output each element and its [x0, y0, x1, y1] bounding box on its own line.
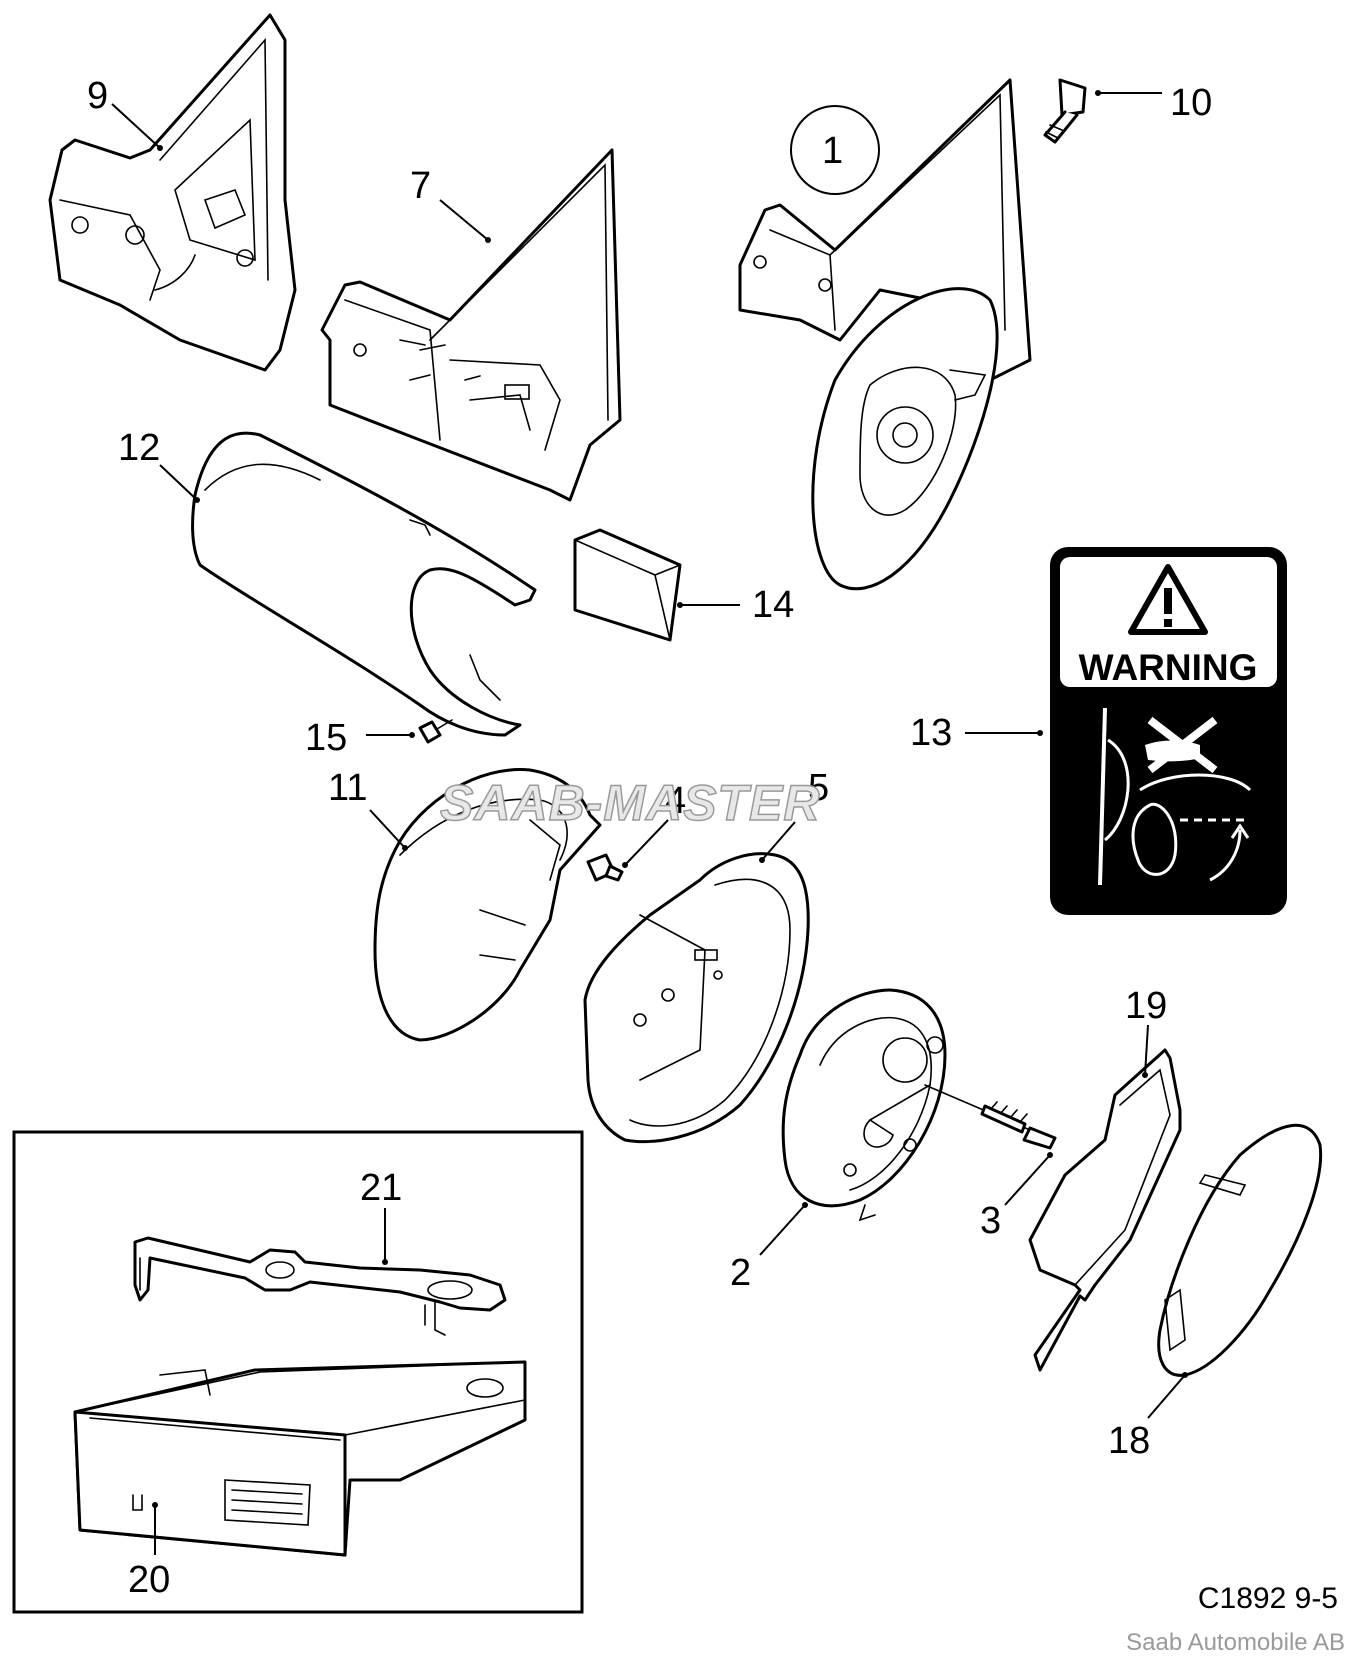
callout-5: 5: [759, 767, 829, 863]
callout-11: 11: [328, 767, 408, 851]
watermark: SAAB-MASTER: [440, 775, 820, 831]
part-19-heater-element: [1028, 1048, 1182, 1372]
pinch-hazard-pictogram: [1098, 707, 1252, 886]
svg-text:4: 4: [665, 780, 686, 822]
svg-text:12: 12: [118, 427, 160, 469]
svg-text:3: 3: [980, 1200, 1001, 1242]
svg-text:2: 2: [730, 1252, 751, 1294]
svg-text:13: 13: [910, 712, 952, 754]
part-5-housing-frame: [583, 852, 810, 1144]
svg-text:10: 10: [1170, 82, 1212, 124]
svg-text:18: 18: [1108, 1420, 1150, 1462]
callout-7: 7: [410, 165, 491, 243]
part-10-screw: [1043, 78, 1087, 144]
part-3-long-screw: [924, 1084, 1057, 1150]
callout-20: 20: [128, 1502, 170, 1601]
callout-3: 3: [980, 1152, 1053, 1242]
callout-21: 21: [360, 1167, 402, 1265]
callout-19: 19: [1125, 985, 1167, 1078]
svg-text:1: 1: [822, 130, 843, 172]
assembly-marker-1: 1: [790, 105, 880, 195]
part-13-warning-label: WARNING: [1050, 547, 1287, 915]
svg-text:15: 15: [305, 717, 347, 759]
svg-text:11: 11: [328, 767, 367, 809]
warning-text: WARNING: [1079, 647, 1258, 688]
svg-text:5: 5: [808, 767, 829, 809]
callout-2: 2: [730, 1202, 808, 1294]
part-2-mirror-motor: [781, 988, 947, 1222]
part-7-mirror-base-bracket: [320, 148, 622, 502]
callout-12: 12: [118, 427, 200, 503]
copyright-notice: Saab Automobile AB: [1126, 1629, 1345, 1656]
part-11-mirror-cap: [373, 768, 602, 1042]
svg-text:20: 20: [128, 1559, 170, 1601]
callout-13: 13: [910, 712, 1043, 754]
part-18-mirror-glass: [1157, 1123, 1323, 1377]
inset-box-control-module: 21 20: [12, 1130, 584, 1614]
part-21-bracket: [133, 1236, 507, 1336]
callout-10: 10: [1095, 82, 1212, 124]
callout-9: 9: [87, 75, 163, 151]
part-12-housing-cover: [191, 431, 537, 737]
part-15-small-screw: [418, 719, 453, 744]
svg-text:9: 9: [87, 75, 108, 117]
callout-18: 18: [1108, 1372, 1188, 1462]
svg-text:14: 14: [752, 584, 794, 626]
callout-4: 4: [622, 780, 686, 868]
document-code: C1892 9-5: [1198, 1582, 1338, 1615]
callout-14: 14: [677, 584, 794, 626]
svg-text:21: 21: [360, 1167, 402, 1209]
svg-text:19: 19: [1125, 985, 1167, 1027]
part-1-complete-mirror-assembly: [738, 78, 1032, 591]
callout-15: 15: [305, 717, 415, 759]
part-14-block: [573, 528, 682, 642]
part-20-control-module: [73, 1360, 527, 1557]
svg-text:7: 7: [410, 165, 431, 207]
part-4-bolt: [586, 853, 624, 882]
part-9-inner-trim-panel: [48, 13, 297, 372]
